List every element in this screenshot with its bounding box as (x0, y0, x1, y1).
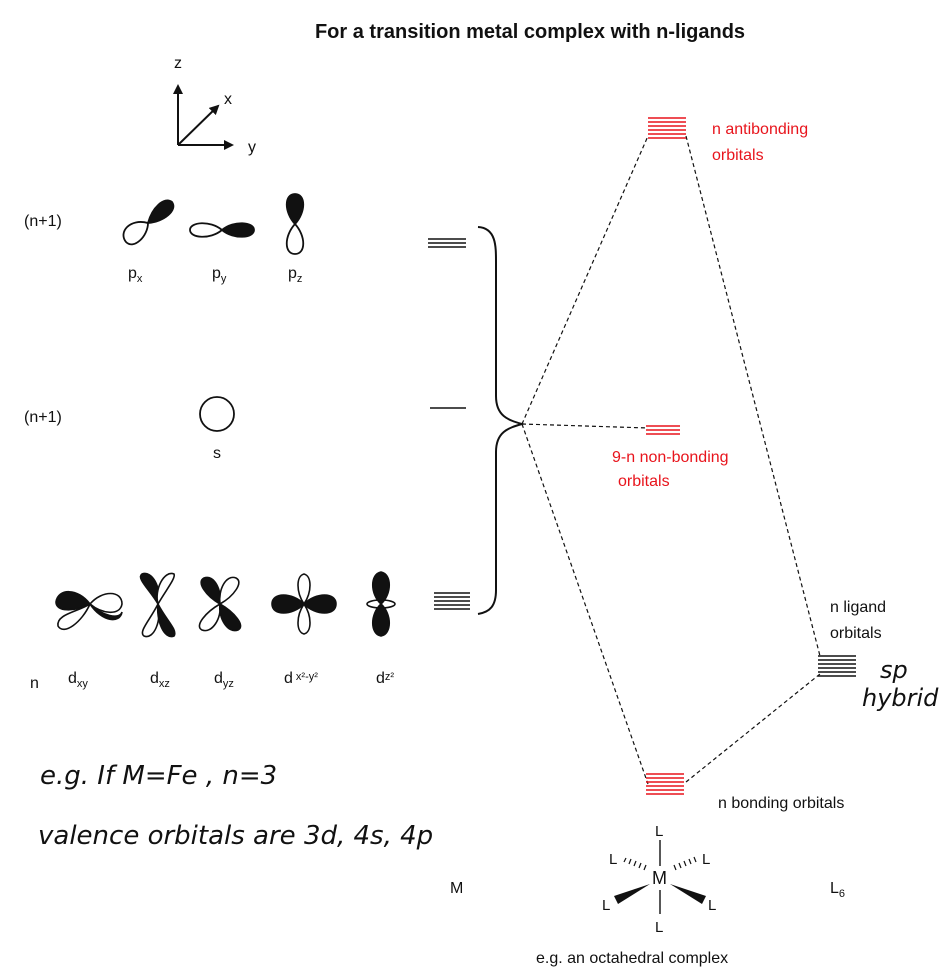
octahedral-complex-icon (614, 840, 706, 914)
complex-ligand-upper-left: L (609, 851, 617, 868)
bonding-label: n bonding orbitals (718, 795, 844, 812)
complex-ligand-lower-left: L (602, 897, 610, 914)
s-label: s (213, 445, 221, 462)
dxz-label: dxz (150, 670, 170, 690)
dz2-orbital-icon (366, 571, 396, 637)
axes-icon (173, 84, 234, 150)
example-note-2: valence orbitals are 3d, 4s, 4p (38, 821, 433, 851)
ligands-label: L6 (830, 880, 845, 900)
example-note-1: e.g. If M=Fe , n=3 (40, 761, 277, 791)
axis-y-label: y (248, 139, 256, 156)
complex-ligand-top: L (655, 823, 663, 840)
p-row-label: (n+1) (24, 213, 62, 230)
s-row-label: (n+1) (24, 409, 62, 426)
axis-z-label: z (174, 55, 182, 72)
bonding-level (646, 773, 684, 795)
correlation-lines (521, 135, 821, 785)
px-orbital-icon (122, 199, 175, 246)
metal-p-level (428, 238, 466, 248)
dx2y2-orbital-icon (271, 573, 337, 635)
nonbonding-label: 9-n non-bonding orbitals (612, 449, 733, 490)
axis-x-label: x (224, 91, 232, 108)
ligand-level (818, 655, 856, 677)
pz-label: pz (288, 265, 302, 285)
antibonding-label: n antibonding orbitals (712, 121, 813, 164)
ligand-orbitals-label: n ligand orbitals (830, 599, 891, 642)
py-orbital-icon (189, 222, 255, 238)
metal-orbitals-brace (477, 226, 526, 615)
hybrid-note: sp hybrid (862, 656, 939, 712)
metal-d-level (434, 592, 470, 610)
complex-ligand-lower-right: L (708, 897, 716, 914)
dxy-label: dxy (68, 670, 88, 690)
dyz-label: dyz (214, 670, 234, 690)
dxy-orbital-icon (55, 590, 123, 631)
px-label: px (128, 265, 143, 285)
pz-orbital-icon (285, 193, 305, 255)
s-orbital-icon (199, 396, 235, 432)
complex-ligand-upper-right: L (702, 851, 710, 868)
nonbonding-level (646, 425, 680, 435)
dz2-label: dz² (376, 670, 394, 687)
py-label: py (212, 265, 227, 285)
dxz-orbital-icon (139, 572, 176, 638)
complex-caption: e.g. an octahedral complex (536, 950, 728, 967)
dyz-orbital-icon (198, 576, 242, 632)
antibonding-level (648, 117, 686, 139)
complex-ligand-bottom: L (655, 919, 663, 936)
diagram-title: For a transition metal complex with n-li… (315, 21, 745, 43)
metal-label: M (450, 880, 463, 897)
d-row-label: n (30, 675, 39, 692)
complex-metal-label: M (652, 868, 667, 888)
